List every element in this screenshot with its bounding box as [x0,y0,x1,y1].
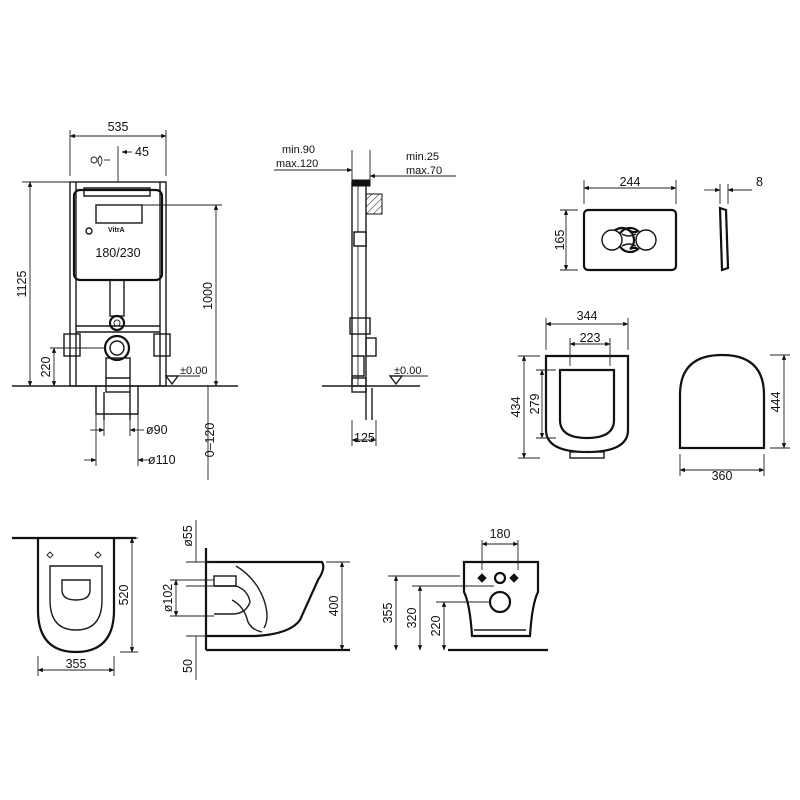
water-inlet-icon [90,155,110,167]
side-level-label: ±0.00 [394,365,421,377]
brand-label: VitrA [108,227,125,234]
pipe-90-label: ø90 [146,423,168,437]
seat-inner-length-label: 279 [528,394,542,415]
finish-min-label: min.25 [406,151,439,163]
bowl-length-label: 520 [117,585,131,606]
rear-inlet-height-label: 320 [405,608,419,629]
lid-width-label: 360 [712,469,733,483]
seat-outer-width-label: 344 [577,309,598,323]
bowl-top-view: 520 355 [12,536,138,676]
seat-inner-width-label: 223 [580,331,601,345]
plate-height-label: 165 [553,230,567,251]
frame-front-view: VitrA 180/230 ±0.00 535 45 [12,120,238,480]
side-top-pipe-label: ø55 [181,525,195,547]
side-outlet-label: ø102 [161,584,175,613]
lid-length-label: 444 [769,392,783,413]
lid-top-view: 360 444 [678,353,790,483]
finish-max-label: max.70 [406,165,442,177]
side-height-label: 400 [327,596,341,617]
floor-height-label: 220 [39,357,53,378]
side-depth-label: 125 [354,431,375,445]
frame-level-label: ±0.00 [180,365,207,377]
plate-width-label: 244 [620,175,641,189]
rear-outlet-height-label: 220 [429,616,443,637]
bowl-side-view: ø55 ø102 400 50 [161,520,350,680]
seat-outer-length-label: 434 [509,397,523,418]
wall-max-label: max.120 [276,158,318,170]
pipe-110-label: ø110 [148,453,176,467]
wall-min-label: min.90 [282,144,315,156]
flush-plate-front: 244 165 [553,175,678,272]
tank-capacity-label: 180/230 [95,246,140,260]
flush-height-label: 1000 [201,282,215,310]
frame-offset-label: 45 [135,145,149,159]
frame-side-view: ±0.00 min.90 max.120 min.25 max.70 125 [274,144,456,446]
frame-width-label: 535 [108,120,129,134]
side-bottom-label: 50 [181,659,195,673]
seat-top-view: 344 223 434 279 [509,309,630,459]
adjust-range-label: 0–120 [203,423,217,458]
plate-thickness-label: 8 [756,175,763,189]
rear-bolt-spacing-label: 180 [490,527,511,541]
bowl-rear-view: 180 355 320 220 [381,527,548,652]
bowl-width-label: 355 [66,657,87,671]
flush-plate-side: 8 [704,175,763,272]
rear-height-label: 355 [381,603,395,624]
frame-height-label: 1125 [15,271,29,298]
